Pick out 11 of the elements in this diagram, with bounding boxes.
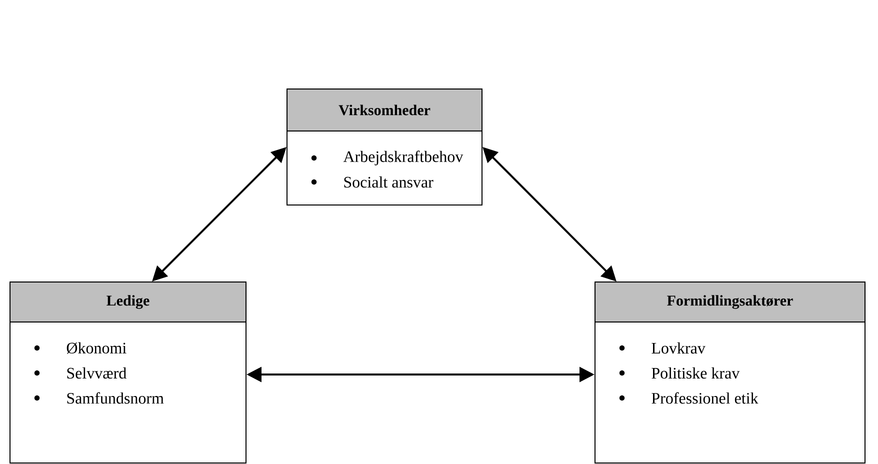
box-header: Formidlingsaktører	[594, 282, 866, 322]
list-item: Selvværd	[67, 367, 126, 379]
box-header: Virksomheder	[286, 88, 482, 132]
list-item: Lovkrav	[652, 342, 706, 354]
box-header: Ledige	[10, 282, 246, 322]
list-item: Økonomi	[66, 342, 126, 354]
list-item: Samfundsnorm	[67, 392, 164, 404]
list-item: Professionel etik	[652, 392, 758, 404]
list-item: Socialt ansvar	[344, 176, 434, 188]
list-item: Politiske krav	[652, 367, 740, 379]
list-item: Arbejdskraftbehov	[343, 150, 464, 166]
